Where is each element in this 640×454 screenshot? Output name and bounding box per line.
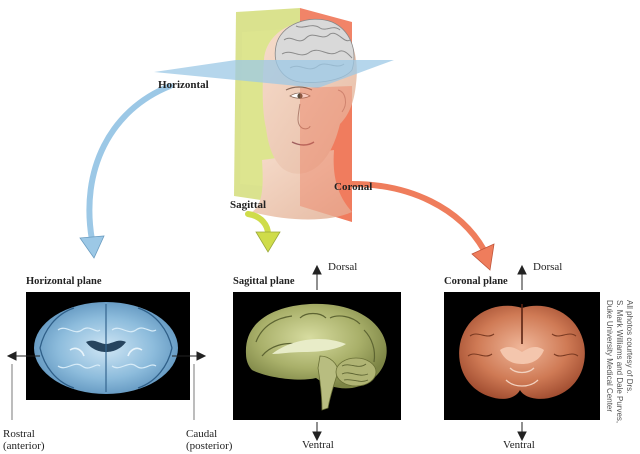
direction-arrows (6, 264, 527, 442)
sagittal-arrowhead (255, 231, 281, 253)
horizontal-brain-section (34, 302, 178, 394)
credit-line-2: S. Mark Williams and Dale Purves, (615, 300, 624, 424)
label-coronal-dorsal: Dorsal (533, 261, 563, 273)
title-sagittal-plane: Sagittal plane (233, 276, 295, 287)
label-sagittal: Sagittal (230, 199, 267, 211)
horizontal-arrow (86, 83, 173, 243)
label-rostral-sub: (anterior) (3, 440, 45, 452)
credit-line-3: Duke University Medical Center (605, 300, 614, 413)
label-horizontal: Horizontal (158, 79, 209, 91)
horizontal-plane (154, 60, 394, 88)
title-coronal-plane: Coronal plane (444, 276, 508, 287)
sagittal-arrow (245, 211, 271, 237)
label-coronal: Coronal (334, 181, 373, 193)
coronal-arrow (349, 181, 487, 253)
label-rostral: Rostral (3, 428, 35, 440)
head-illustration (154, 8, 394, 222)
sagittal-brain-section (245, 303, 387, 411)
photo-credit: All photos courtesy of Drs. S. Mark Will… (604, 300, 634, 450)
coronal-brain-section (459, 304, 585, 399)
horizontal-arrowhead (79, 235, 105, 259)
coronal-arrowhead (471, 243, 495, 271)
title-horizontal-plane: Horizontal plane (26, 276, 102, 287)
label-caudal-sub: (posterior) (186, 440, 233, 452)
label-coronal-ventral: Ventral (503, 439, 535, 451)
neck (252, 150, 352, 220)
label-sagittal-ventral: Ventral (302, 439, 334, 451)
label-caudal: Caudal (186, 428, 218, 440)
label-sagittal-dorsal: Dorsal (328, 261, 358, 273)
credit-line-1: All photos courtesy of Drs. (625, 300, 634, 394)
